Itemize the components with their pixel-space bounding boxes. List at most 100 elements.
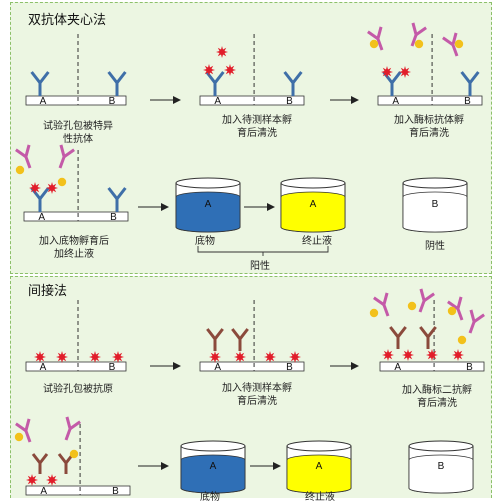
sample-antibody-2b	[231, 328, 249, 351]
sample-antibody-4a	[31, 453, 49, 474]
indirect-antigen-4-0	[26, 474, 38, 486]
indirect-antigen-1-0	[34, 351, 46, 363]
substrate-cup-letter: A	[205, 199, 212, 210]
indirect-strip-2-label-a: A	[214, 362, 221, 373]
step3-label-line1: 加入酶标抗体孵	[394, 115, 464, 126]
negative-cup-letter: B	[432, 199, 439, 210]
indirect-strip-3-label-a: A	[394, 362, 401, 373]
well-strip-3-label-b: B	[464, 96, 471, 107]
capture-antibody-b4	[107, 187, 127, 212]
secondary-antibody-4a-stem	[24, 430, 32, 443]
capture-antibody-b2-arm-left	[283, 71, 295, 84]
secondary-antibody-4b-stem	[64, 428, 72, 441]
positive-bracket	[197, 246, 329, 256]
sample-antibody-2b-arm-right	[238, 328, 249, 340]
step3-label-line2: 育后清洗	[409, 128, 449, 139]
negative-label: 阴性	[425, 241, 445, 252]
indirect-substrate-cup	[180, 440, 246, 494]
capture-antibody-a1-arm-left	[30, 71, 42, 84]
secondary-antibody-3d-arm-left	[473, 313, 485, 323]
enzyme-4b	[57, 177, 67, 187]
secondary-antibody-3a-arm-right	[373, 296, 385, 306]
sample-antibody-3a-arm-right	[396, 326, 407, 338]
capture-antibody-b1-arm-right	[115, 71, 127, 84]
capture-antibody-a2	[205, 71, 225, 96]
well-strip-2	[199, 95, 305, 106]
indirect-strip-3-label-b: B	[466, 362, 473, 373]
antigen-2c	[224, 64, 236, 76]
indirect-strip-3	[379, 361, 485, 372]
antigen-2b	[203, 64, 215, 76]
indirect-strip-4	[25, 485, 131, 496]
capture-antibody-b4-arm-left	[107, 187, 119, 200]
sample-antibody-2b-arm-left	[231, 328, 242, 340]
enzyme-3a	[369, 39, 379, 49]
indirect-antigen-4-1	[46, 474, 58, 486]
indirect-substrate-cup-letter: A	[210, 461, 217, 472]
substrate-cup	[175, 177, 241, 233]
sandwich-section-title: 双抗体夹心法	[28, 12, 107, 27]
secondary-antibody-3b-arm-right	[419, 288, 426, 302]
capture-antibody-b3	[460, 71, 480, 96]
well-strip-4-label-b: B	[110, 212, 117, 223]
well-strip-1-label-a: A	[40, 96, 47, 107]
step1-label-line2: 性抗体	[63, 134, 93, 145]
indirect-antigen-3-2	[426, 349, 438, 361]
negative-cup	[402, 177, 468, 233]
step2-label-line2: 育后清洗	[237, 128, 277, 139]
substrate-cup-rim	[175, 177, 241, 189]
indirect-stop-cup	[286, 440, 352, 494]
enzyme-antibody-4b-stem	[58, 156, 66, 169]
indirect-antigen-1-1	[56, 351, 68, 363]
step4-label-line1: 加入底物孵育后	[39, 236, 109, 247]
indirect-strip-1-label-b: B	[109, 362, 116, 373]
enzyme-antibody-4b-arm-left	[63, 148, 75, 158]
capture-antibody-a2-arm-left	[205, 71, 217, 84]
enzyme-antibody-4a-stem	[24, 156, 32, 169]
indirect-antigen-1-3	[112, 351, 124, 363]
indirect-substrate-cup-liquid	[180, 454, 246, 494]
indirect-stop-cup-liquid	[286, 454, 352, 494]
substrate-cup-liquid	[175, 191, 241, 233]
step2-label-line1: 加入待测样本孵	[222, 115, 292, 126]
secondary-antibody-3a-arm-left	[382, 292, 389, 306]
capture-antibody-a3-arm-right	[390, 71, 402, 84]
secondary-antibody-3d-stem	[468, 321, 476, 334]
indirect-stop-cup-rim	[286, 440, 352, 452]
enzyme-antibody-3b	[410, 22, 427, 47]
negative-cup-liquid	[402, 191, 468, 233]
enzyme-antibody-3c	[442, 32, 459, 57]
capture-antibody-a2-arm-right	[213, 71, 225, 84]
well-strip-2-label-a: A	[214, 96, 221, 107]
secondary-antibody-3c-arm-right	[447, 300, 459, 310]
stop-cup-rim	[280, 177, 346, 189]
enzyme-antibody-4a-arm-left	[24, 144, 31, 158]
capture-antibody-a1-arm-right	[38, 71, 50, 84]
enzyme-antibody-3a-stem	[376, 38, 384, 51]
secondary-antibody-4a-arm-left	[24, 418, 31, 432]
well-strip-1	[25, 95, 127, 106]
enzyme-4a	[15, 165, 25, 175]
secondary-antibody-4b-arm-left	[69, 420, 81, 430]
indirect-step1-label: 试验孔包被抗原	[43, 384, 113, 395]
antigen-2a	[216, 46, 228, 58]
indirect-strip-4-label-a: A	[40, 486, 47, 497]
indirect-antigen-2-1	[234, 351, 246, 363]
indirect-enzyme-4a	[14, 432, 24, 442]
indirect-enzyme-4b	[69, 449, 79, 459]
secondary-antibody-3a-stem	[382, 304, 390, 317]
indirect-section-title: 间接法	[28, 283, 68, 298]
antigen-3a	[381, 66, 393, 78]
indirect-enzyme-3c	[447, 306, 457, 316]
stop-solution-label: 终止液	[302, 236, 332, 247]
secondary-antibody-3c	[447, 296, 464, 321]
secondary-antibody-4b	[64, 416, 81, 441]
secondary-antibody-3b-arm-left	[423, 292, 435, 302]
secondary-antibody-3c-stem	[456, 308, 464, 321]
sample-antibody-4b-arm-left	[57, 453, 68, 464]
sample-antibody-3b-arm-left	[419, 326, 430, 338]
secondary-antibody-3c-arm-left	[456, 296, 463, 310]
capture-antibody-b3-arm-left	[460, 71, 472, 84]
indirect-antigen-1-2	[89, 351, 101, 363]
sample-antibody-3a-arm-left	[389, 326, 400, 338]
